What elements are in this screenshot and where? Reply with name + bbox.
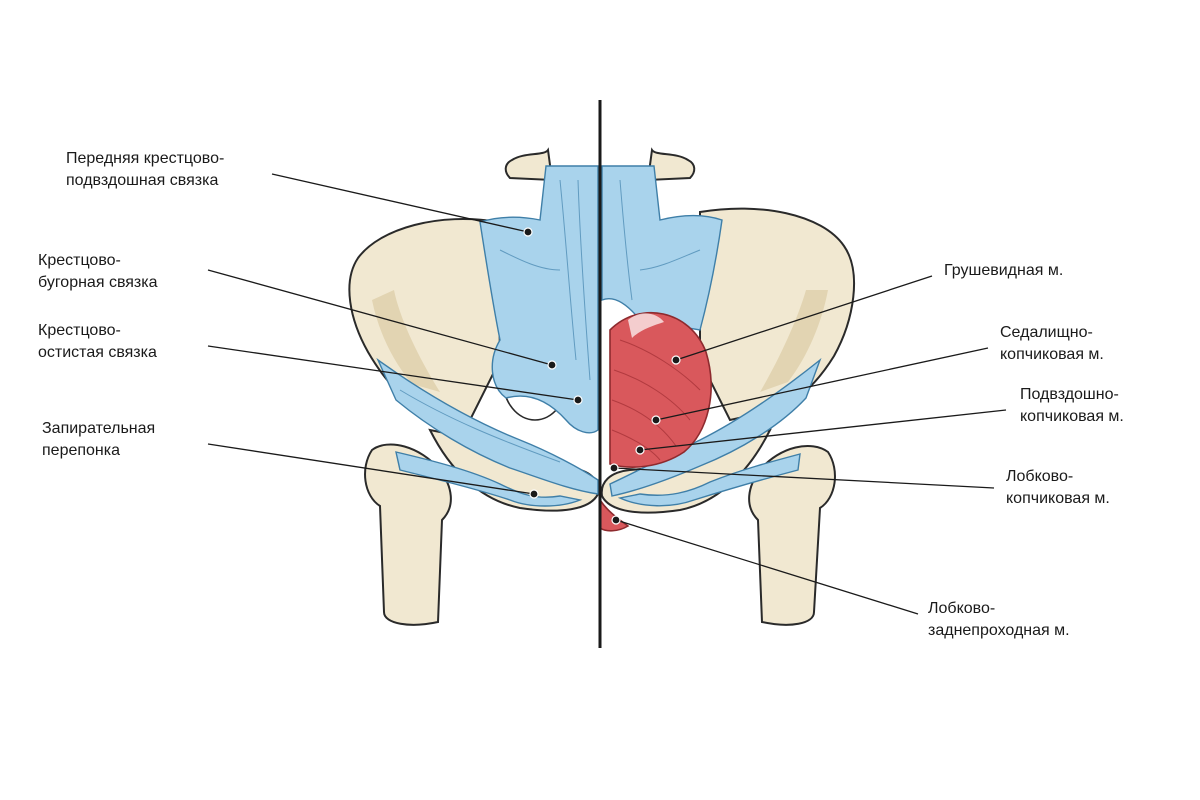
leader-ischiococcygeus bbox=[655, 347, 989, 421]
label-puborectalis-muscle: Лобково- заднепроходная м. bbox=[928, 600, 1070, 639]
label-anterior-sacroiliac-ligament: Передняя крестцово- подвздошная связка bbox=[66, 150, 225, 189]
leader-piriformis bbox=[675, 275, 933, 361]
leader-puborectalis bbox=[615, 519, 919, 615]
label-piriformis-muscle: Грушевидная м. bbox=[944, 262, 1064, 279]
left-ligaments bbox=[376, 165, 599, 507]
pelvic-floor-muscles bbox=[599, 311, 712, 532]
label-pubococcygeus-muscle: Лобково- копчиковая м. bbox=[1006, 468, 1110, 507]
label-obturator-membrane: Запирательная перепонка bbox=[42, 420, 156, 459]
label-sacrospinous-ligament: Крестцово- остистая связка bbox=[38, 322, 157, 361]
leader-obturator bbox=[207, 443, 535, 495]
leader-pubococcygeus bbox=[613, 467, 995, 489]
leader-iliococcygeus bbox=[639, 409, 1007, 451]
label-sacrotuberous-ligament: Крестцово- бугорная связка bbox=[38, 252, 158, 291]
label-iliococcygeus-muscle: Подвздошно- копчиковая м. bbox=[1020, 386, 1124, 425]
leader-ant-sacroiliac bbox=[271, 173, 529, 233]
leader-sacrotuberous bbox=[207, 269, 553, 366]
label-ischiococcygeus-muscle: Седалищно- копчиковая м. bbox=[1000, 324, 1104, 363]
leader-sacrospinous bbox=[207, 345, 579, 401]
leader-lines bbox=[207, 173, 1007, 615]
